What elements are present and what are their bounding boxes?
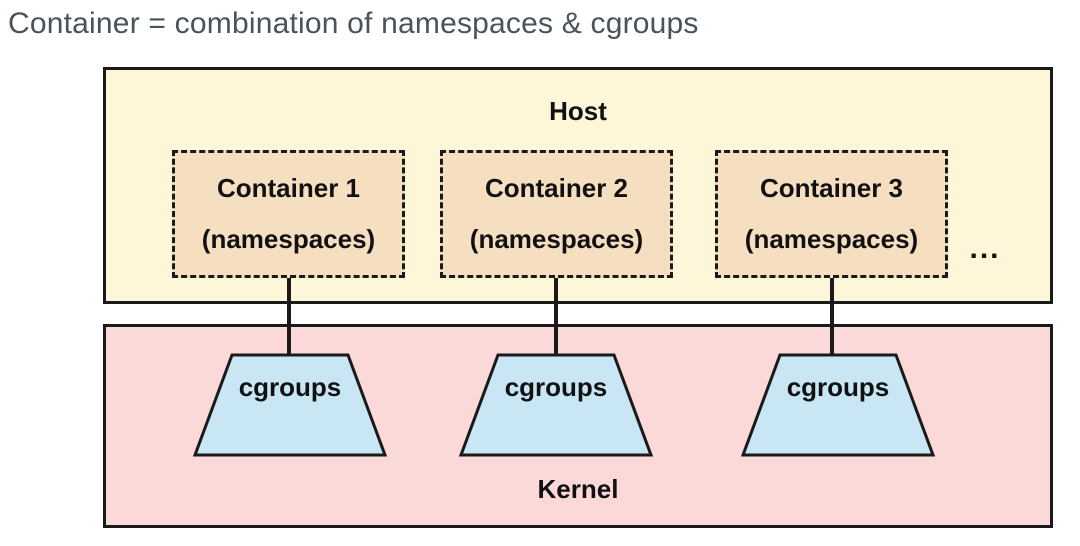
container-3-name: Container 3 [759, 173, 904, 203]
cgroups-trapezoid-2 [458, 353, 654, 457]
cgroups-trapezoid-1 [192, 353, 388, 457]
kernel-label: Kernel [537, 474, 619, 504]
more-containers-ellipsis: ... [969, 232, 1001, 265]
diagram-title: Container = combination of namespaces & … [8, 7, 699, 40]
container-3-box: Container 3 (namespaces) [715, 150, 948, 278]
connector-line-2 [554, 277, 558, 361]
cgroups-label-1: cgroups [238, 372, 342, 402]
container-1-name: Container 1 [216, 173, 361, 203]
connector-line-3 [830, 277, 834, 361]
container-1-box: Container 1 (namespaces) [172, 150, 405, 278]
connector-line-1 [287, 277, 291, 361]
container-2-box: Container 2 (namespaces) [440, 150, 673, 278]
container-2-name: Container 2 [484, 173, 629, 203]
container-3-namespaces-label: (namespaces) [744, 224, 919, 254]
container-1-namespaces-label: (namespaces) [201, 224, 376, 254]
cgroups-label-3: cgroups [786, 372, 890, 402]
cgroups-trapezoid-3 [740, 353, 936, 457]
cgroups-label-2: cgroups [504, 372, 608, 402]
host-label: Host [549, 96, 607, 126]
container-2-namespaces-label: (namespaces) [469, 224, 644, 254]
